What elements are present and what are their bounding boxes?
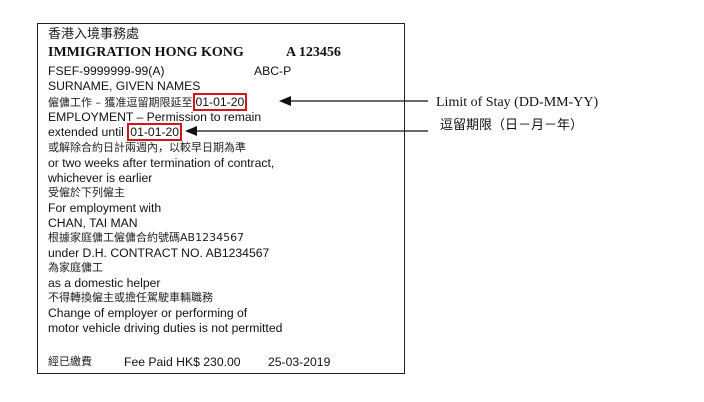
termination-en-1: or two weeks after termination of contra… [48,156,275,170]
employer-cjk: 受僱於下列僱主 [48,186,125,199]
name-label: SURNAME, GIVEN NAMES [48,79,201,93]
class-code: ABC-P [254,64,292,78]
extended-until-label: extended until [48,125,124,139]
restriction-en-1: Change of employer or performing of [48,306,248,320]
title-cjk: 香港入境事務處 [48,27,140,42]
termination-cjk: 或解除合約日計兩週內，以較早日期為準 [48,141,246,154]
contract-cjk: 根據家庭傭工僱傭合約號碼AB1234567 [48,231,245,244]
fee-date: 25-03-2019 [268,355,331,369]
restriction-cjk: 不得轉換僱主或擔任駕駛車輛職務 [48,291,213,304]
extended-until-value: 01-01-20 [127,123,183,141]
callout-label-en: Limit of Stay (DD-MM-YY) [436,95,599,110]
helper-en: as a domestic helper [48,276,161,290]
fee-paid: Fee Paid HK$ 230.00 [124,355,241,369]
serial-number: A 123456 [286,45,341,60]
employer-en: For employment with [48,201,162,215]
permit-cjk-prefix: 僱傭工作 – 獲准逗留期限延至 [48,96,193,109]
employment-line: EMPLOYMENT – Permission to remain [48,110,262,124]
limit-of-stay-value: 01-01-20 [192,93,248,111]
extended-until-line: extended until 01-01-20 [48,123,183,141]
file-reference: FSEF-9999999-99(A) [48,64,165,78]
title-en: IMMIGRATION HONG KONG [48,45,244,60]
visa-label-card: 香港入境事務處 IMMIGRATION HONG KONG A 123456 F… [37,23,405,374]
helper-cjk: 為家庭傭工 [48,261,103,274]
arrow-to-limit-of-stay [279,96,428,106]
termination-en-2: whichever is earlier [48,171,153,185]
restriction-en-2: motor vehicle driving duties is not perm… [48,321,283,335]
arrow-to-extended-until [185,126,428,136]
fee-cjk: 經已繳費 [48,355,92,368]
callout-label-cjk: 逗留期限（日－月－年） [440,118,584,133]
contract-en: under D.H. CONTRACT NO. AB1234567 [48,246,270,260]
employer-name: CHAN, TAI MAN [48,216,138,230]
